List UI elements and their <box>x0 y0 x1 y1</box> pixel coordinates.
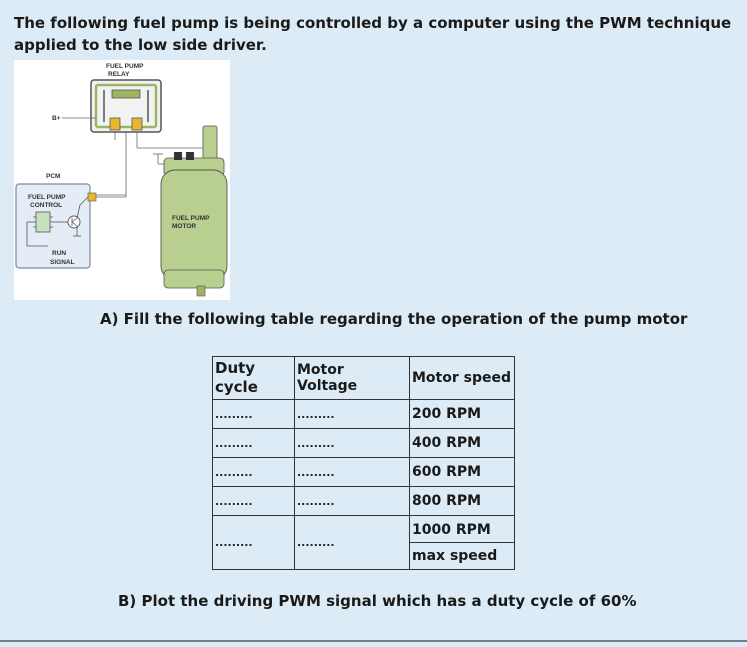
run-label-line-1: RUN <box>52 250 66 257</box>
voltage-cell: ......... <box>294 399 410 429</box>
speed-cell: 800 RPM <box>409 486 515 516</box>
duty-cell: ......... <box>212 399 295 429</box>
pcm-label: PCM <box>46 173 60 180</box>
control-label-line-1: FUEL PUMP <box>28 194 66 201</box>
voltage-cell: ......... <box>294 428 410 458</box>
speed-value: 1000 RPM <box>410 518 514 543</box>
table-row: ......... ......... 800 RPM <box>212 486 515 516</box>
table-row: ......... ......... 200 RPM <box>212 399 515 429</box>
header-motor-voltage: Motor Voltage <box>294 356 410 400</box>
relay-label-line-2: RELAY <box>108 71 130 78</box>
speed-cell: 1000 RPM max speed <box>409 515 515 570</box>
voltage-cell: ......... <box>294 457 410 487</box>
motor-label-line-1: FUEL PUMP <box>172 215 210 222</box>
duty-cell: ......... <box>212 486 295 516</box>
speed-cell: 400 RPM <box>409 428 515 458</box>
speed-cell: 600 RPM <box>409 457 515 487</box>
duty-cell: ......... <box>212 515 295 570</box>
question-a: A) Fill the following table regarding th… <box>100 310 688 328</box>
fuel-pump-motor <box>160 125 228 297</box>
run-label-line-2: SIGNAL <box>50 259 75 266</box>
speed-cell: 200 RPM <box>409 399 515 429</box>
duty-cell: ......... <box>212 428 295 458</box>
page-divider <box>0 640 747 642</box>
speed-value: max speed <box>412 548 498 564</box>
table-row: ......... ......... 600 RPM <box>212 457 515 487</box>
intro-text: The following fuel pump is being control… <box>14 14 732 54</box>
voltage-cell: ......... <box>294 486 410 516</box>
relay-box <box>90 79 162 133</box>
question-b: B) Plot the driving PWM signal which has… <box>118 592 637 610</box>
table-row: ......... ......... 1000 RPM max speed <box>212 515 515 570</box>
fuel-pump-circuit-diagram: FUEL PUMP RELAY B+ PCM <box>14 60 230 300</box>
motor-label-line-2: MOTOR <box>172 223 196 230</box>
header-duty-cycle: Duty cycle <box>212 356 295 400</box>
header-motor-speed: Motor speed <box>409 356 515 400</box>
table-header-row: Duty cycle Motor Voltage Motor speed <box>212 356 515 400</box>
control-label-line-2: CONTROL <box>30 202 62 209</box>
relay-label-line-1: FUEL PUMP <box>106 63 144 70</box>
voltage-cell: ......... <box>294 515 410 570</box>
operation-table: Duty cycle Motor Voltage Motor speed ...… <box>212 356 515 570</box>
table-row: ......... ......... 400 RPM <box>212 428 515 458</box>
pcm-box <box>15 183 127 269</box>
bplus-label: B+ <box>52 115 61 122</box>
duty-cell: ......... <box>212 457 295 487</box>
